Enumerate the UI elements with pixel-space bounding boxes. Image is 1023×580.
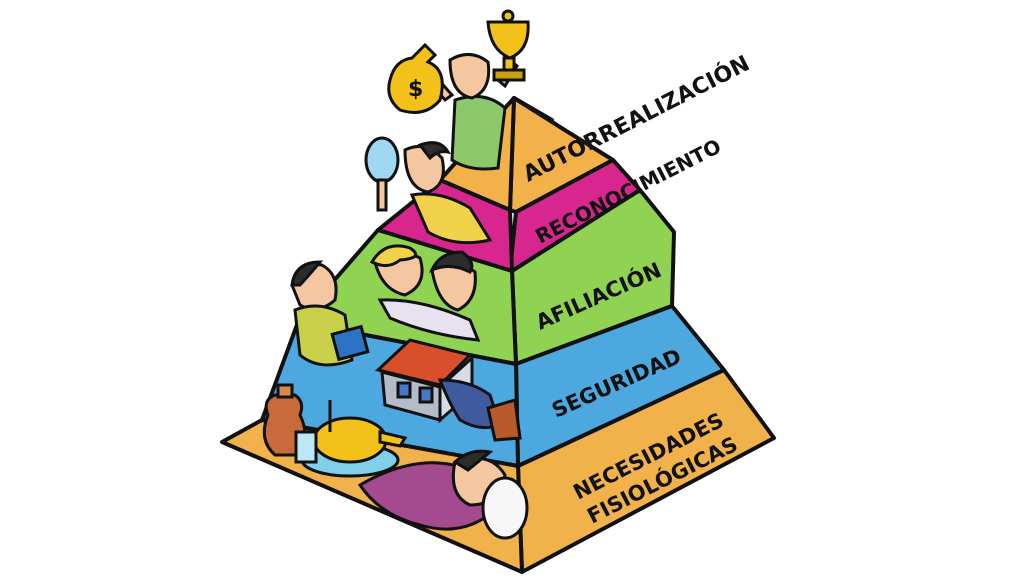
level-label-autorrealizacion: AUTORREALIZACIÓN	[519, 50, 754, 187]
glass-icon	[294, 430, 318, 464]
friends-illustration	[369, 244, 481, 342]
money-bag-icon: $	[387, 42, 444, 114]
reading-person-illustration	[290, 260, 370, 367]
person-with-mirror-illustration	[364, 136, 493, 245]
trophy-icon	[486, 9, 530, 82]
roast-chicken-icon	[300, 400, 408, 478]
house-icon	[374, 338, 474, 424]
sleeping-person-illustration	[357, 449, 529, 540]
money-bag-symbol: $	[408, 77, 423, 102]
relaxing-legs-illustration	[437, 378, 522, 442]
